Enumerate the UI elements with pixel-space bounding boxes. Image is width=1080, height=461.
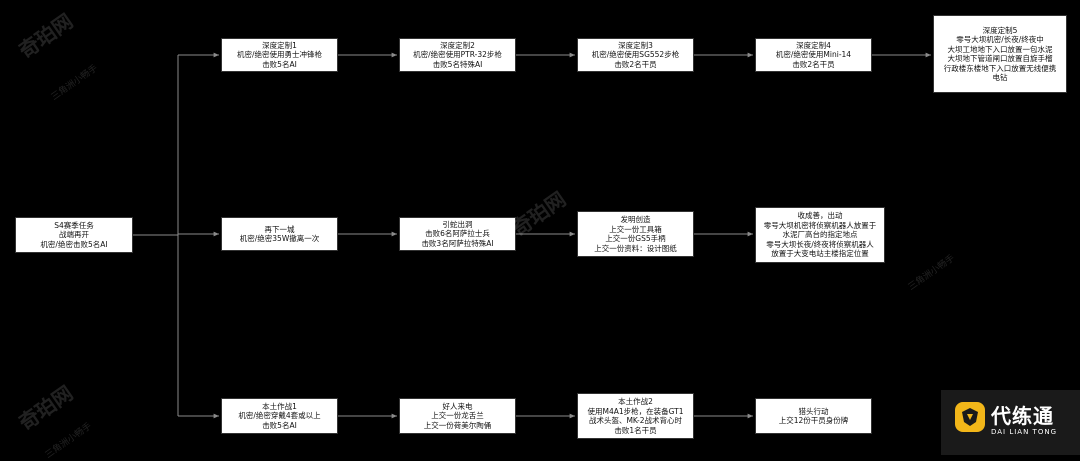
node-text: 击败5名特殊AI: [432, 59, 483, 69]
node-text: 战端再开: [59, 230, 89, 240]
logo-title: 代练通: [991, 404, 1054, 428]
node-text: 发明创造: [620, 215, 651, 224]
task-node-good-call: 好人来电 上交一份龙舌兰 上交一份荷美尔陶俑: [399, 398, 516, 434]
node-text: 上交一份龙舌兰: [431, 411, 484, 421]
node-text: 水泥厂高台的指定地点: [782, 230, 858, 240]
root-node: S4赛季任务 战端再开 机密/绝密击败5名AI: [15, 217, 133, 253]
node-text: 深度定制3: [618, 40, 653, 50]
node-text: 上交12份干员身份牌: [778, 416, 849, 425]
task-node-deep-custom-5: 深度定制5 零号大坝机密/长夜/终夜中 大坝工地地下入口放置一包水泥 大坝地下管…: [933, 15, 1067, 93]
node-text: 机密/绝密35W撤离一次: [239, 234, 320, 243]
node-text: 上交一份资料：设计图纸: [594, 243, 677, 253]
node-text: 本土作战2: [618, 397, 653, 406]
node-text: 战术头盔、MK-2战术背心时: [588, 416, 683, 425]
node-text: 机密/绝密使用SG552步枪: [591, 50, 680, 60]
node-text: 电钻: [992, 73, 1008, 82]
node-text: 击败2名干员: [614, 59, 657, 69]
dragon-shield-icon: [955, 402, 985, 432]
task-node-headhunt: 猎头行动 上交12份干员身份牌: [755, 398, 872, 434]
task-node-deep-custom-3: 深度定制3 机密/绝密使用SG552步枪 击败2名干员: [577, 38, 694, 72]
node-text: 深度定制4: [796, 40, 831, 50]
node-text: 零号大坝机密/长夜/终夜中: [956, 35, 1044, 44]
node-text: 收成善，出动: [797, 211, 843, 221]
task-node-retake-city: 再下一城 机密/绝密35W撤离一次: [221, 217, 338, 251]
node-text: 再下一城: [264, 224, 295, 234]
node-text: 上交一份GS5手柄: [605, 234, 666, 243]
task-node-invention: 发明创造 上交一份工具箱 上交一份GS5手柄 上交一份资料：设计图纸: [577, 211, 694, 257]
node-text: 好人来电: [442, 401, 473, 411]
node-text: 使用M4A1步枪，在装备GT1: [587, 406, 684, 416]
task-node-scout-robot: 收成善，出动 零号大坝机密将侦察机器人放置于 水泥厂高台的指定地点 零号大坝长夜…: [755, 207, 885, 263]
node-text: 机密/绝密使用勇士冲锋枪: [236, 50, 323, 60]
node-text: 深度定制1: [262, 40, 297, 50]
node-text: 上交一份工具箱: [609, 224, 662, 234]
task-node-homeland-1: 本土作战1 机密/绝密穿戴4套或以上 击败5名AI: [221, 398, 338, 434]
node-text: 深度定制5: [982, 25, 1018, 35]
node-text: 击败1名干员: [614, 425, 657, 435]
node-text: 击败5名AI: [262, 59, 297, 69]
node-text: 零号大坝长夜/终夜将侦察机器人: [766, 239, 874, 249]
node-text: 放置于大变电站主楼指定位置: [771, 249, 869, 259]
node-text: 机密/绝密使用Mini-14: [775, 50, 852, 60]
node-text: S4赛季任务: [54, 220, 94, 230]
node-text: 机密/绝密使用PTR-32步枪: [413, 50, 502, 60]
node-text: 上交一份荷美尔陶俑: [423, 420, 492, 430]
node-text: 击败6名阿萨拉士兵: [425, 229, 490, 239]
task-node-deep-custom-4: 深度定制4 机密/绝密使用Mini-14 击败2名干员: [755, 38, 872, 72]
node-text: 机密/绝密击败5名AI: [40, 239, 108, 249]
node-text: 击败2名干员: [792, 59, 835, 69]
node-text: 击败5名AI: [262, 420, 297, 430]
node-text: 大坝工地地下入口放置一包水泥: [947, 44, 1053, 54]
task-node-deep-custom-1: 深度定制1 机密/绝密使用勇士冲锋枪 击败5名AI: [221, 38, 338, 72]
node-text: 引蛇出洞: [442, 219, 473, 229]
brand-logo: 代练通 DAI LIAN TONG: [941, 390, 1080, 455]
node-text: 击败3名阿萨拉特殊AI: [421, 238, 494, 248]
node-text: 行政楼东楼地下入口放置无线便携: [943, 63, 1057, 73]
task-node-lure-snake: 引蛇出洞 击败6名阿萨拉士兵 击败3名阿萨拉特殊AI: [399, 217, 516, 251]
logo-subtitle: DAI LIAN TONG: [991, 428, 1058, 436]
task-node-homeland-2: 本土作战2 使用M4A1步枪，在装备GT1 战术头盔、MK-2战术背心时 击败1…: [577, 393, 694, 439]
node-text: 本土作战1: [262, 401, 297, 411]
node-text: 深度定制2: [440, 40, 475, 50]
node-text: 大坝地下管道闸口放置自旋手榴: [947, 54, 1053, 63]
node-text: 机密/绝密穿戴4套或以上: [238, 411, 321, 421]
node-text: 零号大坝机密将侦察机器人放置于: [763, 220, 877, 230]
node-text: 猎头行动: [798, 406, 829, 416]
task-node-deep-custom-2: 深度定制2 机密/绝密使用PTR-32步枪 击败5名特殊AI: [399, 38, 516, 72]
